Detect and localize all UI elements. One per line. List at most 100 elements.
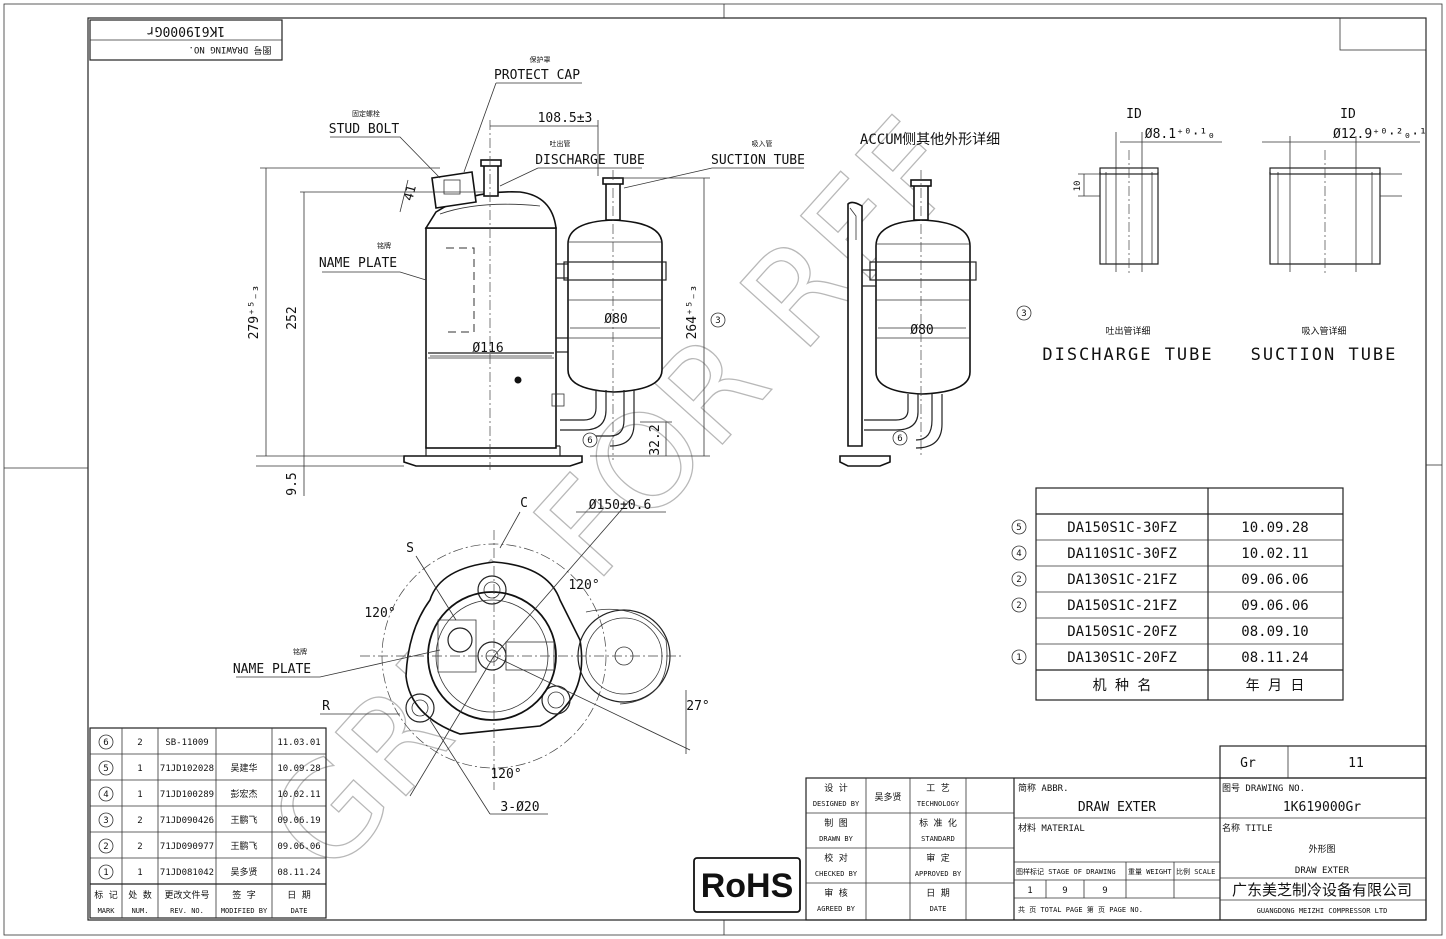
sheet-frame xyxy=(3,3,1443,936)
name-plate-label-top-cn: 铭牌 xyxy=(293,647,307,656)
technology-en: TECHNOLOGY xyxy=(917,800,960,808)
revision-row-mark: 5 xyxy=(103,764,108,774)
date-en: DATE xyxy=(930,905,947,913)
revision-header-en: NUM. xyxy=(132,907,149,915)
revision-row-qty: 1 xyxy=(137,764,142,774)
revision-header-en: MARK xyxy=(98,907,116,915)
dimension-32: 32.2 xyxy=(648,424,663,455)
dimension-41: 41 xyxy=(401,184,420,203)
suction-id-dim: Ø12.9⁺⁰·²₀·¹ xyxy=(1333,127,1427,142)
date-cn: 日 期 xyxy=(926,888,949,899)
model-row-marker: 4 xyxy=(1016,549,1021,559)
dimension-9: 9.5 xyxy=(285,472,300,495)
label-c: C xyxy=(520,496,528,511)
revision-row-qty: 1 xyxy=(137,790,142,800)
agreed-en: AGREED BY xyxy=(817,905,856,913)
name-plate-label-top: NAME PLATE xyxy=(233,662,311,677)
discharge-detail-label: DISCHARGE TUBE xyxy=(1042,345,1213,365)
drawing-number-box-label: 图号 DRAWING NO. xyxy=(188,44,271,55)
drawing-number-box-value: 1K619000Gr xyxy=(147,23,225,38)
standard-en: STANDARD xyxy=(921,835,955,843)
model-row-marker-circle xyxy=(1011,519,1027,535)
designed-cn: 设 计 xyxy=(824,782,847,794)
company-cn: 广东美芝制冷设备有限公司 xyxy=(1232,881,1412,899)
discharge-tube-label-cn: 吐出管 xyxy=(550,139,571,148)
dimension-279: 279⁺⁵₋₃ xyxy=(247,285,262,340)
material-label: 材料 MATERIAL xyxy=(1018,822,1085,834)
approved-en: APPROVED BY xyxy=(915,870,962,878)
revision-row-sign: 吴建华 xyxy=(230,762,257,774)
model-row-date: 09.06.06 xyxy=(1241,572,1308,588)
name-plate-label-cn: 铭牌 xyxy=(377,241,391,250)
model-row-name: DA150S1C-21FZ xyxy=(1067,598,1177,614)
revision-row-sign: 吴多贤 xyxy=(230,866,257,878)
stage-label: 图样标记 STAGE OF DRAWING xyxy=(1016,867,1116,876)
protect-cap-label-cn: 保护罩 xyxy=(530,55,551,64)
revision-row-qty: 1 xyxy=(137,868,142,878)
revision-row-mark: 2 xyxy=(103,842,108,852)
revision-row-date: 10.02.11 xyxy=(277,790,320,800)
title-label: 名称 TITLE xyxy=(1222,822,1273,834)
revision-row-mark: 1 xyxy=(103,868,108,878)
stud-bolt-label-cn: 固定螺栓 xyxy=(352,109,380,118)
revision-row-marker-circle xyxy=(98,838,114,854)
scale-label: 比例 SCALE xyxy=(1176,867,1215,876)
revision-row-date: 09.06.06 xyxy=(277,842,320,852)
model-row-name: DA150S1C-30FZ xyxy=(1067,520,1177,536)
model-row-date: 08.11.24 xyxy=(1241,650,1308,666)
discharge-tube-detail: ID Ø8.1⁺⁰·¹₀ 10 吐出管详细 DISCHARGE TUBE xyxy=(1042,107,1222,365)
revision-row-date: 11.03.01 xyxy=(277,738,320,748)
rohs-mark: RoHS xyxy=(693,857,801,913)
title-block: 设 计 DESIGNED BY 吴多贤 制 图 DRAWN BY 校 对 CHE… xyxy=(805,745,1427,921)
angle-27: 27° xyxy=(686,699,709,714)
model-row-marker: 1 xyxy=(1016,653,1021,663)
model-row-marker: 2 xyxy=(1016,575,1021,585)
stage-value-3: 9 xyxy=(1102,886,1107,896)
title-cn: 外形图 xyxy=(1308,843,1335,855)
agreed-cn: 审 核 xyxy=(824,887,847,899)
discharge-id-label: ID xyxy=(1126,107,1142,122)
model-row-name: DA130S1C-21FZ xyxy=(1067,572,1177,588)
top-view: C Ø150±0.6 S 120° 120° 120° 27° R 3-Ø20 … xyxy=(233,496,710,815)
gr-label: Gr xyxy=(1240,756,1256,771)
approved-cn: 审 定 xyxy=(926,852,949,864)
dimension-150: Ø150±0.6 xyxy=(589,498,652,513)
dimension-264: 264⁺⁵₋₃ xyxy=(685,285,700,340)
revision-row-doc: 71JD100289 xyxy=(160,790,214,800)
revision-header-cn: 标 记 xyxy=(94,889,117,901)
revision-header-cn: 处 数 xyxy=(128,889,151,901)
model-row-marker-circle xyxy=(1011,571,1027,587)
revision-header-cn: 签 字 xyxy=(232,889,255,901)
models-header-model: 机 种 名 xyxy=(1093,678,1152,694)
company-en: GUANGDONG MEIZHI COMPRESSOR LTD xyxy=(1257,907,1388,915)
revision-header-cn: 日 期 xyxy=(287,890,310,901)
suction-tube-detail: ID Ø12.9⁺⁰·²₀·¹ 3 吸入管详细 SUCTION TUBE xyxy=(1016,107,1427,365)
dimension-252: 252 xyxy=(285,306,300,329)
marker-6: 6 xyxy=(587,436,592,446)
label-r: R xyxy=(322,699,330,714)
dimension-80b: Ø80 xyxy=(910,323,933,338)
dimension-80: Ø80 xyxy=(604,312,627,327)
models-header-date: 年 月 日 xyxy=(1246,678,1305,694)
suction-detail-label-cn: 吸入管详细 xyxy=(1301,325,1346,337)
revision-row-mark: 3 xyxy=(103,816,108,826)
stud-bolt-label: STUD BOLT xyxy=(329,122,400,137)
model-row-marker: 5 xyxy=(1016,523,1021,533)
revision-row-mark: 4 xyxy=(103,790,108,800)
label-s: S xyxy=(406,541,414,556)
revision-row-marker-circle xyxy=(98,864,114,880)
designer-name: 吴多贤 xyxy=(874,791,901,803)
model-row-name: DA130S1C-20FZ xyxy=(1067,650,1177,666)
pages-label: 共 页 TOTAL PAGE 第 页 PAGE NO. xyxy=(1018,905,1143,914)
discharge-tube-label: DISCHARGE TUBE xyxy=(535,153,645,168)
drawing-number-box: 1K619000Gr 图号 DRAWING NO. xyxy=(89,19,283,61)
revision-row-sign: 王鹏飞 xyxy=(230,814,257,826)
suction-detail-label: SUCTION TUBE xyxy=(1251,345,1398,365)
model-row-marker: 2 xyxy=(1016,601,1021,611)
marker-3b: 3 xyxy=(1021,309,1026,319)
drawing-no-label: 图号 DRAWING NO. xyxy=(1222,783,1305,794)
stage-value-1: 1 xyxy=(1027,886,1032,896)
revision-row-marker-circle xyxy=(98,734,114,750)
gr-value: 11 xyxy=(1348,756,1364,771)
